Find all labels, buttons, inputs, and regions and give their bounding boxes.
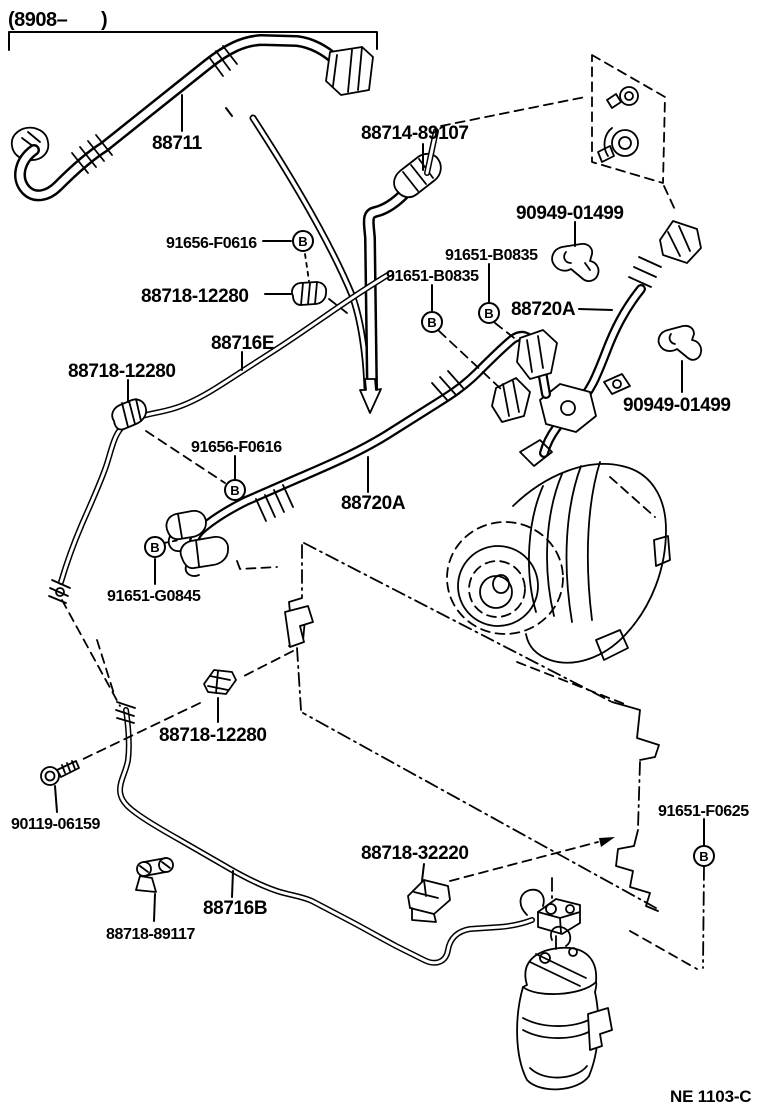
- clamp-88718-89117-drawing: [135, 857, 174, 893]
- hose-center-ferrule-upper: [431, 370, 465, 402]
- compressor-mount-lug-right: [653, 535, 671, 567]
- hose-center-port-block: [491, 329, 558, 423]
- part-label-88720a-right: 88720A: [511, 299, 576, 320]
- pipe-88716e-end-fitting: [48, 579, 71, 604]
- clamp-90949-upper: [551, 242, 600, 282]
- screw-90119-drawing: [40, 760, 80, 786]
- part-label-32220: 88718-32220: [361, 843, 469, 864]
- part-label-f0625: 91651-F0625: [658, 803, 749, 820]
- part-label-88720a-center: 88720A: [341, 493, 406, 514]
- page-code: NE 1103-C: [670, 1087, 751, 1106]
- production-range-bracket: (8908– ): [8, 9, 378, 51]
- part-label-b0835-upper: 91651-B0835: [445, 247, 538, 264]
- pipe-88716b-drawing: [115, 701, 535, 966]
- pipe-88716b-start-fitting: [115, 701, 136, 724]
- part-label-88718-left: 88718-12280: [68, 361, 176, 382]
- grommet-88718-left: [111, 398, 148, 431]
- drier-pipe-block: [519, 888, 581, 935]
- hose-88711-end-fitting: [325, 46, 374, 96]
- bolt-symbol-letter: B: [484, 306, 493, 321]
- bolt-symbol-91656-mid: B: [224, 479, 246, 501]
- bolt-symbol-g0845: B: [144, 536, 166, 558]
- bolt-symbol-letter: B: [150, 540, 159, 555]
- condenser-inlet-bracket: [236, 560, 314, 648]
- down-arrowhead: [359, 378, 382, 414]
- hose-center-ferrule-mid: [255, 484, 294, 522]
- part-label-91656-mid: 91656-F0616: [191, 439, 282, 456]
- bolt-symbol-letter: B: [699, 849, 708, 864]
- bolt-symbol-letter: B: [298, 234, 307, 249]
- clamp-90949-lower: [657, 324, 703, 361]
- bolt-symbol-f0625: B: [693, 845, 715, 867]
- grommet-88718-lower: [203, 669, 237, 695]
- hose-88711-crimp-ferrule-left: [71, 134, 113, 174]
- production-range-open: (8908–: [8, 9, 68, 31]
- panel-port-lower: [597, 127, 639, 163]
- part-label-g0845: 91651-G0845: [107, 588, 201, 605]
- part-label-90949-lower: 90949-01499: [623, 395, 731, 416]
- condenser-outline: [236, 542, 660, 912]
- bolt-symbol-b0835-right: B: [478, 302, 500, 324]
- part-labels: 88711 88714-89107 90949-01499 91656-F061…: [11, 123, 750, 943]
- part-label-88711: 88711: [152, 133, 203, 154]
- compressor-bracket: [519, 439, 553, 467]
- production-range-close: ): [101, 9, 107, 31]
- hose-88711-crimp-ferrule-right: [208, 45, 238, 77]
- part-label-90119: 90119-06159: [11, 816, 101, 833]
- part-label-88714-89107: 88714-89107: [361, 123, 469, 144]
- part-label-88718-lower: 88718-12280: [159, 725, 267, 746]
- pipe-88714-drawing: [359, 128, 442, 414]
- condenser-mount-arrow: [599, 837, 615, 847]
- muffler-cylinder: [393, 152, 442, 199]
- hose-88720a-end-nut: [659, 220, 702, 264]
- part-label-88716e: 88716E: [211, 333, 274, 354]
- receiver-drier-drawing: [516, 888, 613, 1091]
- compressor-drawing: [446, 373, 671, 664]
- leader-lines: [54, 94, 705, 922]
- bolt-symbol-91656-upper: B: [292, 230, 314, 252]
- bolt-symbol-letter: B: [230, 483, 239, 498]
- hose-88711-drawing: [10, 34, 374, 202]
- grommet-88718-upper: [291, 281, 328, 306]
- compressor-mount-lug-bottom: [595, 629, 629, 661]
- bolt-symbol-b0835-left: B: [421, 311, 443, 333]
- hose-center-elbow-fittings: [165, 510, 229, 577]
- part-label-91656-upper: 91656-F0616: [166, 235, 257, 252]
- part-label-b0835-lower: 91651-B0835: [386, 268, 479, 285]
- part-label-88716b: 88716B: [203, 898, 267, 919]
- dashed-connectors: [61, 96, 705, 970]
- part-label-88718-upper: 88718-12280: [141, 286, 249, 307]
- compressor-top-manifold: [539, 373, 631, 433]
- routing-arrow: [249, 114, 371, 392]
- clamp-88718-32220-drawing: [407, 879, 451, 923]
- hose-88720a-center-drawing: [165, 329, 558, 577]
- drier-band-clamp: [587, 1007, 613, 1051]
- firewall-panel: [591, 54, 666, 184]
- part-label-90949-upper: 90949-01499: [516, 203, 624, 224]
- panel-port-upper: [606, 86, 639, 109]
- bolt-symbol-letter: B: [427, 315, 436, 330]
- hose-88720a-crimp-ferrule: [628, 256, 662, 288]
- part-label-89117: 88718-89117: [106, 926, 196, 943]
